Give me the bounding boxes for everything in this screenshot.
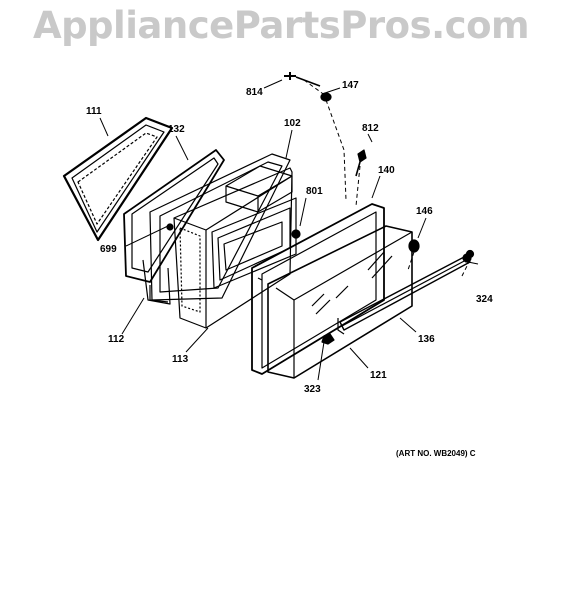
label-136: 136 [418, 334, 435, 345]
label-814: 814 [246, 87, 263, 98]
label-323: 323 [304, 384, 321, 395]
label-147: 147 [342, 80, 359, 91]
label-112: 112 [108, 334, 125, 345]
part-814-screw [284, 72, 321, 87]
label-801: 801 [306, 186, 323, 197]
label-113: 113 [172, 354, 189, 365]
label-111: 111 [86, 106, 102, 117]
label-699: 699 [100, 244, 117, 255]
part-140-door-trim [251, 203, 385, 375]
part-146-bumper [408, 239, 420, 253]
label-140: 140 [378, 165, 395, 176]
part-812-screw [355, 149, 367, 177]
watermark-text: AppliancePartsPros.com [32, 4, 530, 47]
part-323-end-cap [321, 333, 335, 345]
leader-lines [99, 79, 479, 381]
part-132-door-liner [123, 149, 225, 305]
part-labels: 111 132 102 814 147 812 140 801 146 699 … [86, 80, 493, 458]
part-121-glass-panel [267, 225, 413, 379]
label-812: 812 [362, 123, 379, 134]
part-111-gasket-frame [62, 116, 174, 242]
art-number: (ART NO. WB2049) C [396, 449, 476, 458]
label-102: 102 [284, 118, 301, 129]
label-324: 324 [476, 294, 493, 305]
part-324-screw [465, 249, 475, 259]
label-132: 132 [168, 124, 185, 135]
assembly-dashed-lines [303, 79, 471, 277]
label-146: 146 [416, 206, 433, 217]
label-121: 121 [370, 370, 387, 381]
